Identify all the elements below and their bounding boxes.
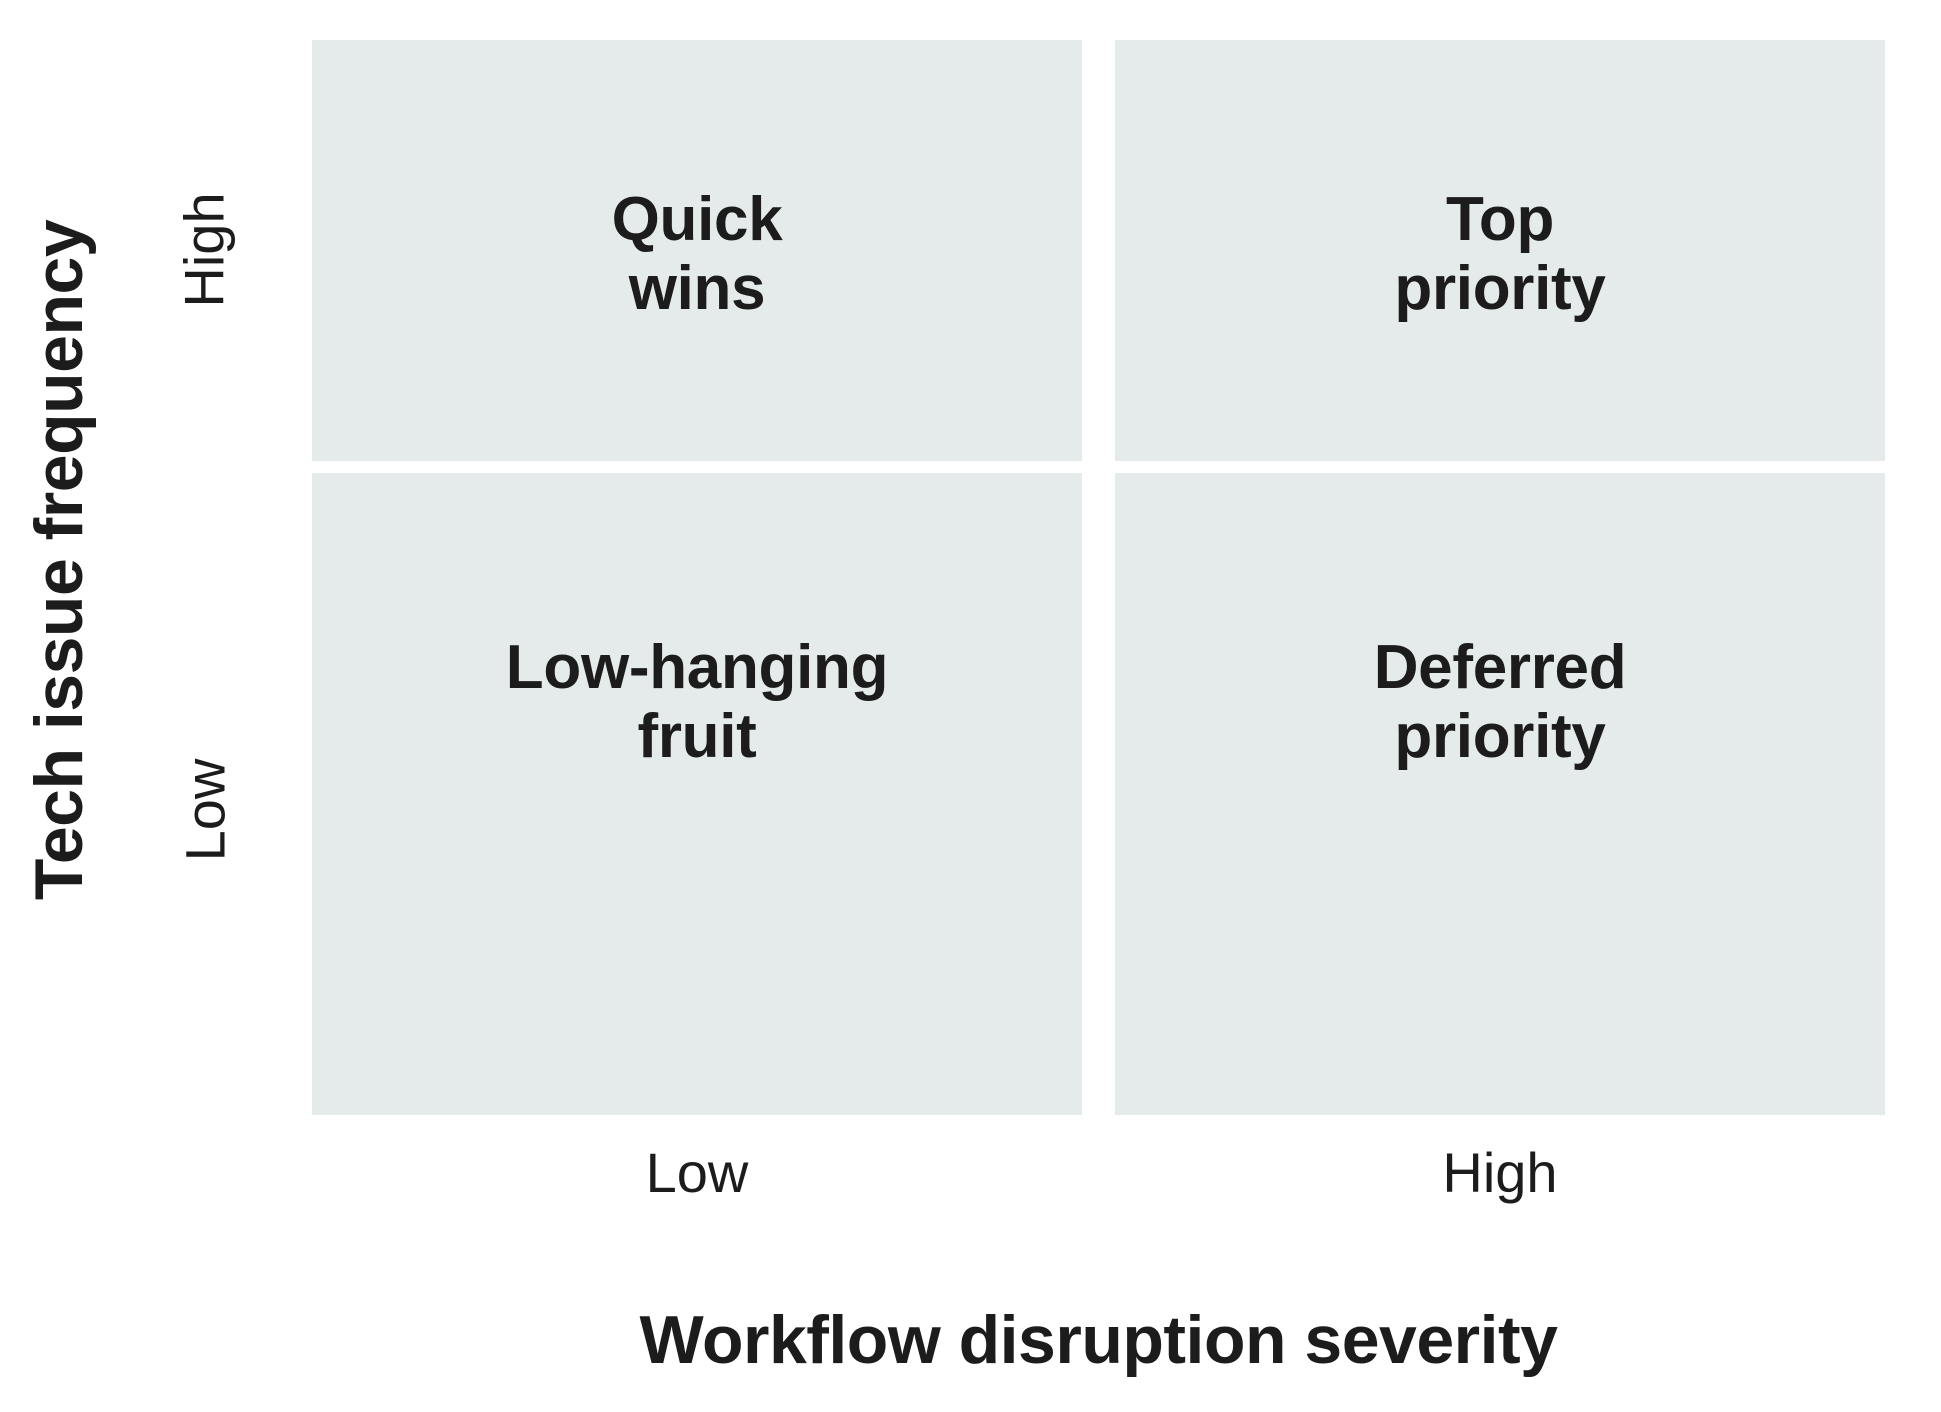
- quadrant-quick-wins[interactable]: Quick wins: [312, 40, 1082, 461]
- quadrant-quick-wins-label: Quick wins: [611, 185, 783, 324]
- quadrant-top-priority-label: Top priority: [1394, 185, 1606, 324]
- quadrant-low-hanging-fruit[interactable]: Low-hanging fruit: [312, 473, 1082, 1115]
- quadrant-deferred-priority-label: Deferred priority: [1373, 633, 1627, 772]
- y-axis-tick-low-label: Low: [172, 758, 236, 862]
- y-axis-tick-low: Low: [150, 600, 260, 1020]
- quadrant-top-priority[interactable]: Top priority: [1115, 40, 1885, 461]
- x-axis-title: Workflow disruption severity: [639, 1302, 1558, 1378]
- y-axis-title-text: Tech issue frequency: [21, 219, 98, 901]
- quadrant-low-hanging-fruit-label: Low-hanging fruit: [505, 633, 889, 772]
- y-axis-tick-high: High: [150, 40, 260, 460]
- quadrant-deferred-priority[interactable]: Deferred priority: [1115, 473, 1885, 1115]
- matrix-grid: Quick wins Top priority Low-hanging frui…: [312, 40, 1885, 1115]
- x-axis-tick-low: Low: [645, 1141, 749, 1204]
- y-axis-tick-high-label: High: [173, 192, 237, 308]
- x-axis-tick-high: High: [1442, 1141, 1558, 1204]
- y-axis-title: Tech issue frequency: [0, 140, 118, 980]
